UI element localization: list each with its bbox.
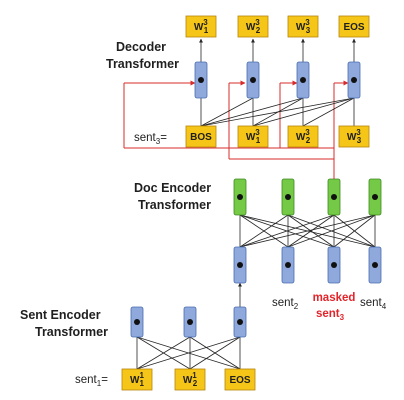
sent2-label: sent2 — [272, 297, 299, 311]
sent3-label: sent3= — [134, 132, 167, 146]
sent4-label: sent4 — [360, 297, 387, 311]
doc-encoder-upper-nodes — [233, 178, 382, 216]
decoder-node-3 — [296, 61, 310, 99]
sent-encoder-nodes — [130, 306, 247, 338]
doc-encoder-connections — [239, 214, 376, 248]
sent-encoder-node-3 — [233, 306, 247, 338]
decoder-node-4 — [347, 61, 361, 99]
masked-sent3-label-line1: masked — [313, 292, 356, 304]
context-red-lines — [123, 80, 349, 179]
decoder-output-eos: EOS — [338, 15, 370, 38]
doc-encoder-lower-node-3 — [327, 246, 341, 284]
svg-text:W31: W31 — [194, 18, 209, 35]
svg-text:W12: W12 — [183, 371, 198, 388]
doc-encoder-upper-node-3 — [327, 178, 341, 216]
svg-text:W32: W32 — [296, 128, 311, 145]
doc-encoder-upper-node-2 — [281, 178, 295, 216]
sent1-label: sent1= — [75, 374, 108, 388]
decoder-node-1 — [194, 61, 208, 99]
sent-encoder-node-2 — [183, 306, 197, 338]
sent-encoder-node-1 — [130, 306, 144, 338]
svg-text:BOS: BOS — [190, 132, 212, 143]
doc-encoder-lower-node-4 — [368, 246, 382, 284]
decoder-title: Decoder Transformer — [106, 40, 179, 71]
doc-encoder-lower-node-1 — [233, 246, 247, 284]
doc-encoder-upper-node-4 — [368, 178, 382, 216]
doc-encoder-lower-nodes — [233, 246, 382, 284]
sent-encoder-connections — [136, 282, 242, 370]
svg-text:W33: W33 — [296, 18, 311, 35]
sent-encoder-title: Sent Encoder Transformer — [20, 308, 108, 339]
doc-encoder-upper-node-1 — [233, 178, 247, 216]
svg-text:EOS: EOS — [229, 375, 250, 386]
svg-text:W32: W32 — [246, 18, 261, 35]
svg-text:EOS: EOS — [343, 22, 364, 33]
svg-text:W33: W33 — [347, 128, 362, 145]
sent-encoder-token-eos: EOS — [224, 368, 256, 391]
decoder-nodes — [194, 61, 361, 99]
doc-encoder-title: Doc Encoder Transformer — [134, 181, 215, 212]
decoder-connections — [199, 38, 356, 127]
masked-sent3-label-line2: sent3 — [316, 308, 345, 322]
svg-text:W31: W31 — [246, 128, 261, 145]
svg-text:W11: W11 — [130, 371, 144, 388]
decoder-node-2 — [246, 61, 260, 99]
doc-encoder-lower-node-2 — [281, 246, 295, 284]
decoder-input-bos: BOS — [185, 125, 217, 148]
